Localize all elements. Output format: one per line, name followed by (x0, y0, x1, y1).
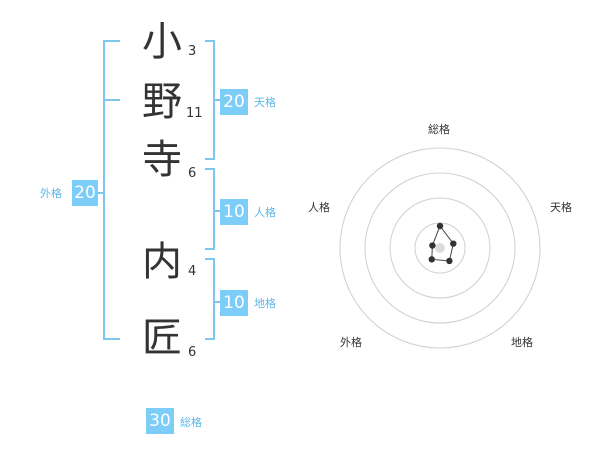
soukaku-label: 総格 (180, 416, 202, 429)
bracket-chikaku (205, 258, 220, 340)
tenkaku-badge: 20 (220, 89, 248, 115)
radar-point-2 (450, 240, 457, 247)
stroke-count-1: 3 (188, 44, 197, 59)
gaikaku-label: 外格 (40, 187, 62, 200)
bracket-jinkaku (205, 168, 220, 250)
jinkaku-badge: 10 (220, 199, 248, 225)
jinkaku-label: 人格 (254, 206, 276, 219)
radar-ring (389, 197, 491, 299)
name-char-4: 内 (142, 239, 182, 285)
radar-ring (339, 147, 541, 349)
name-char-3: 寺 (142, 137, 182, 183)
radar-shape (431, 224, 454, 262)
stroke-count-2: 11 (186, 106, 203, 121)
name-char-5: 匠 (142, 315, 182, 361)
stroke-count-3: 6 (188, 166, 197, 181)
gaikaku-badge: 20 (72, 180, 98, 206)
radar-point-1 (436, 222, 444, 230)
stroke-count-5: 6 (188, 345, 197, 360)
stroke-count-4: 4 (188, 264, 197, 279)
radar-point-3 (446, 257, 453, 265)
axis-label-soukaku: 総格 (428, 123, 450, 136)
name-char-1: 小 (142, 19, 182, 65)
chikaku-badge: 10 (220, 290, 248, 316)
name-char-2: 野 (142, 79, 182, 125)
axis-label-gaikaku: 外格 (340, 336, 362, 349)
radar-point-4 (428, 256, 435, 263)
chikaku-label: 地格 (254, 297, 276, 310)
axis-label-chikaku: 地格 (511, 336, 533, 349)
radar-ring (364, 172, 516, 324)
axis-label-tenkaku: 天格 (550, 201, 572, 214)
radar-center (435, 243, 445, 253)
bracket-tenkaku (205, 40, 220, 160)
radar-point-5 (429, 242, 436, 249)
soukaku-badge: 30 (146, 408, 174, 434)
tenkaku-label: 天格 (254, 96, 276, 109)
axis-label-jinkaku: 人格 (308, 201, 330, 214)
bracket-gaikaku (98, 40, 120, 340)
